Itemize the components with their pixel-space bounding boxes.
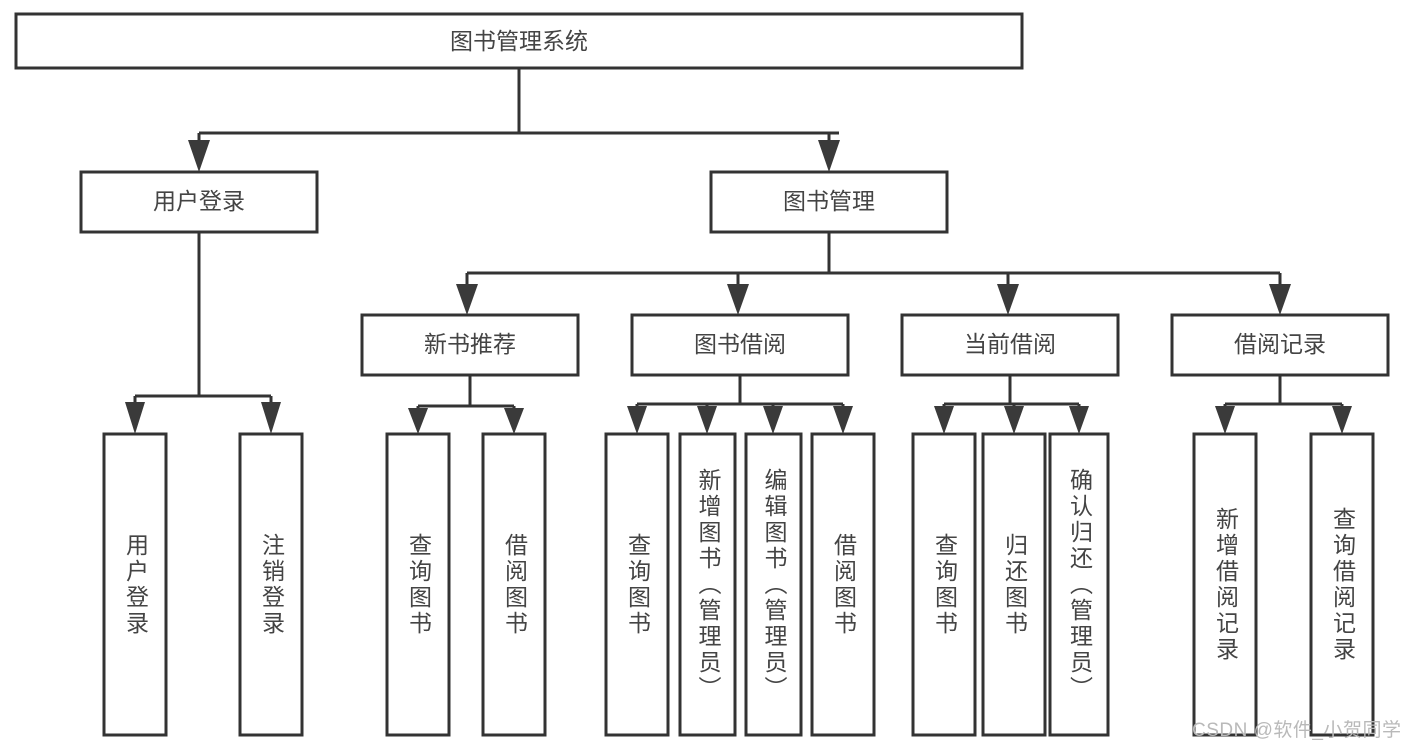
edge-group-record [1215,375,1352,434]
arrowhead-borrow-to-addbook [697,406,717,434]
arrowhead-login-to-userlogin [125,402,145,434]
node-root[interactable]: 图书管理系统 [14,12,1024,70]
leaf-box-query-book-2[interactable] [604,432,670,737]
arrowhead-borrow-to-query [627,406,647,434]
node-root-box[interactable] [14,12,1024,70]
node-borrow-record[interactable]: 借阅记录 [1170,313,1390,377]
leaf-box-query-record[interactable] [1309,432,1375,737]
arrowhead-record-to-queryrecord [1332,406,1352,434]
node-user-login[interactable]: 用户登录 [79,170,319,234]
node-borrow-record-label: 借阅记录 [1234,331,1326,357]
leaf-box-add-book[interactable] [678,432,737,737]
arrowhead-bookmgmt-to-record [1269,284,1291,315]
node-root-label: 图书管理系统 [450,28,588,54]
edge-group-current [934,375,1089,434]
leaf-box-borrow-book-1[interactable] [481,432,547,737]
edge-group-root [188,68,840,172]
leaf-box-borrow-book-2[interactable] [810,432,876,737]
arrowhead-root-to-login [188,140,210,172]
leaf-box-add-record[interactable] [1192,432,1258,737]
node-book-management-label: 图书管理 [783,188,875,214]
arrowhead-newbook-to-borrow [504,408,524,434]
edge-group-newbook [408,375,524,434]
arrowhead-current-to-return [1004,406,1024,434]
leaf-box-return-book[interactable] [981,432,1047,737]
node-new-book-recommend-box[interactable] [360,313,580,377]
node-user-login-box[interactable] [79,170,319,234]
node-current-borrow-box[interactable] [900,313,1120,377]
arrowhead-record-to-addrecord [1215,406,1235,434]
node-new-book-recommend[interactable]: 新书推荐 [360,313,580,377]
node-user-login-label: 用户登录 [153,188,245,214]
edge-group-borrow [627,375,853,434]
arrowhead-current-to-confirm [1069,406,1089,434]
csdn-watermark: CSDN @软件_小贺同学 [1192,720,1402,741]
leaf-box-logout[interactable] [238,432,304,737]
arrowhead-bookmgmt-to-current [997,284,1019,315]
leaf-box-confirm-return[interactable] [1048,432,1110,737]
arrowhead-current-to-query [934,406,954,434]
arrowhead-bookmgmt-to-borrow [727,284,749,315]
node-current-borrow-label: 当前借阅 [964,331,1056,357]
leaf-box-edit-book[interactable] [744,432,803,737]
arrowhead-newbook-to-query [408,408,428,434]
node-book-borrow-box[interactable] [630,313,850,377]
arrowhead-root-to-bookmgmt [818,140,840,172]
leaf-box-user-login[interactable] [102,432,168,737]
arrowhead-bookmgmt-to-newbook [456,284,478,315]
node-borrow-record-box[interactable] [1170,313,1390,377]
leaf-box-group [102,432,1375,737]
edge-group-bookmgmt [456,232,1291,315]
node-book-management-box[interactable] [709,170,949,234]
node-book-management[interactable]: 图书管理 [709,170,949,234]
node-new-book-recommend-label: 新书推荐 [424,331,516,357]
arrowhead-borrow-to-editbook [763,406,783,434]
leaf-box-query-book-3[interactable] [911,432,977,737]
node-current-borrow[interactable]: 当前借阅 [900,313,1120,377]
node-book-borrow[interactable]: 图书借阅 [630,313,850,377]
edge-group-login [125,232,281,434]
leaf-box-query-book-1[interactable] [385,432,451,737]
node-book-borrow-label: 图书借阅 [694,331,786,357]
arrowhead-borrow-to-borrowbook [833,406,853,434]
arrowhead-login-to-logout [261,402,281,434]
